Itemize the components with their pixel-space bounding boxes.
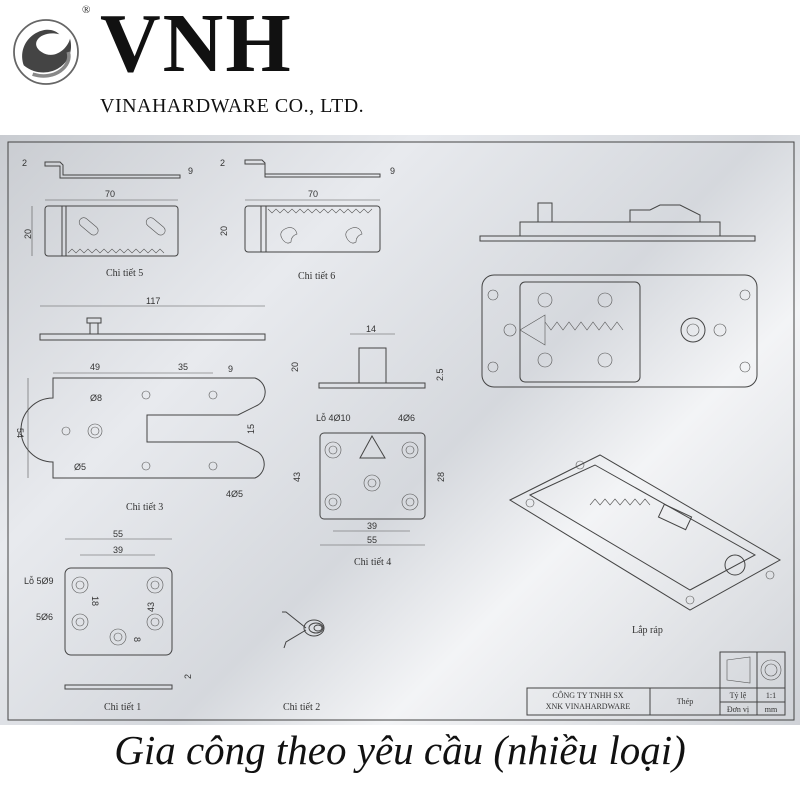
- dim-height: 9: [188, 166, 193, 176]
- part-2: Chi tiết 2: [282, 611, 325, 713]
- dim-43: 43: [292, 472, 302, 482]
- dim-length: 117: [146, 296, 160, 306]
- title-company-line2: XNK VINAHARDWARE: [546, 702, 631, 711]
- assembly-views: Lắp ráp: [479, 202, 782, 636]
- dim-slot-15: 15: [246, 424, 256, 434]
- part-1-label: Chi tiết 1: [104, 702, 141, 713]
- caption: Gia công theo yêu cầu (nhiều loại): [114, 727, 686, 773]
- registered-mark: ®: [82, 4, 91, 16]
- dim-14: 14: [366, 324, 376, 334]
- part-5: 70 20 2 9 Chi tiết 5: [22, 158, 193, 279]
- part-6-label: Chi tiết 6: [298, 271, 335, 282]
- assembly-label: Lắp ráp: [632, 625, 663, 636]
- part-3: 117 49 35 9 54 Ø8 Ø5 15 4Ø5 Chi tiết 3: [15, 296, 266, 513]
- dim-small-holes: 5Ø6: [36, 612, 53, 622]
- brand-name: VNH: [100, 0, 293, 90]
- part-3-label: Chi tiết 3: [126, 502, 163, 513]
- dim-8: 8: [132, 637, 142, 642]
- title-block: CÔNG TY TNHH SX XNK VINAHARDWARE Thép Tỷ…: [526, 651, 786, 716]
- dim-big-holes: Lỗ 4Ø10: [316, 413, 351, 423]
- dim-thickness: 2: [183, 674, 193, 679]
- part-5-label: Chi tiết 5: [106, 268, 143, 279]
- dim-length: 70: [308, 189, 318, 199]
- part-6: 70 20 2 9 Chi tiết 6: [219, 158, 395, 282]
- dim-28: 28: [436, 472, 446, 482]
- dim-d8: Ø8: [90, 393, 102, 403]
- dim-holes: 4Ø5: [226, 489, 243, 499]
- header: ® VNH VINAHARDWARE CO., LTD.: [0, 0, 800, 135]
- title-scale: 1:1: [766, 691, 776, 700]
- title-scale-label: Tỷ lệ: [730, 691, 747, 700]
- dim-39: 39: [113, 545, 123, 555]
- title-unit-label: Đơn vị: [727, 705, 750, 714]
- dim-thickness: 2: [220, 158, 225, 168]
- dim-d5: Ø5: [74, 462, 86, 472]
- part-4-label: Chi tiết 4: [354, 557, 391, 568]
- part-2-label: Chi tiết 2: [283, 702, 320, 713]
- part-4: 14 20 2.5 Lỗ 4Ø10 4Ø6 43 28 39 55 Chi ti…: [290, 324, 446, 568]
- part-1: 55 39 Lỗ 5Ø9 5Ø6 18 43 8 2 Chi tiết 1: [24, 529, 193, 713]
- dim-9: 9: [228, 364, 233, 374]
- dim-2-5: 2.5: [435, 368, 445, 381]
- dim-55: 55: [367, 535, 377, 545]
- drawing-sheet: [0, 135, 800, 725]
- dim-big-holes: Lỗ 5Ø9: [24, 576, 54, 586]
- dim-35: 35: [178, 362, 188, 372]
- dim-height: 9: [390, 166, 395, 176]
- dim-width: 20: [23, 229, 33, 239]
- title-company-line1: CÔNG TY TNHH SX: [552, 690, 623, 700]
- dim-54: 54: [15, 428, 25, 438]
- dim-20: 20: [290, 362, 300, 372]
- dim-length: 70: [105, 189, 115, 199]
- company-name: VINAHARDWARE CO., LTD.: [100, 95, 365, 117]
- dim-width: 20: [219, 226, 229, 236]
- dim-thickness: 2: [22, 158, 27, 168]
- dim-43: 43: [146, 602, 156, 612]
- title-unit: mm: [765, 705, 778, 714]
- title-material: Thép: [677, 697, 693, 706]
- dim-49: 49: [90, 362, 100, 372]
- dim-18: 18: [90, 596, 100, 606]
- dim-small-holes: 4Ø6: [398, 413, 415, 423]
- vnh-swirl-logo-icon: [13, 19, 79, 85]
- dim-55: 55: [113, 529, 123, 539]
- sheet-border: [7, 141, 795, 721]
- dim-39: 39: [367, 521, 377, 531]
